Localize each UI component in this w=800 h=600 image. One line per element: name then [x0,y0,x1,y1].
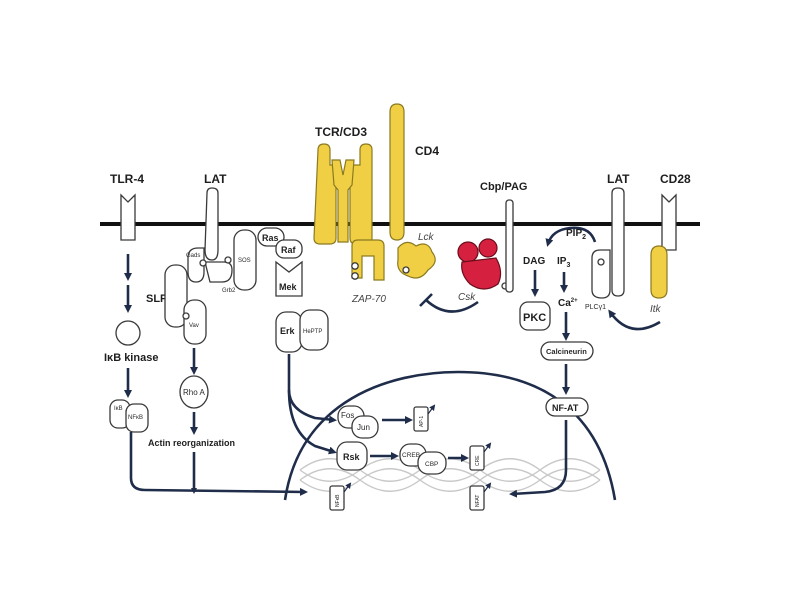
vav-phospho-site [182,312,190,320]
erk-to-rsk-arrow [287,389,337,455]
ikb-label: IκB [114,406,123,412]
tcr-label: TCR/CD3 [315,125,367,139]
rhoa-label: Rho A [183,388,205,397]
creb-label: CREB [402,452,420,459]
nfkb-site-label: NFκB [335,494,341,507]
ip3-label: IP3 [557,256,570,269]
ca-label: Ca2+ [558,298,578,309]
pkc-label: PKC [523,312,546,324]
plcg1-label: PLCγ1 [585,304,606,311]
mek-protein [275,260,303,297]
csk-inhibition-bar [419,293,433,307]
cd28-label: CD28 [660,172,691,186]
ikb-kinase-node [115,320,141,346]
zap70-protein [351,239,385,281]
ras-protein [257,227,285,247]
nfat-to-nucleus-arrow [509,420,568,498]
creb-cbp-complex [399,443,447,475]
cd4-label: CD4 [415,144,439,158]
zap70-label: ZAP-70 [351,294,386,305]
itk-to-plcg1-arrow [608,309,661,331]
nfat-site-label: NFAT [475,495,481,507]
dag-label: DAG [523,256,545,267]
pkc-node [519,301,551,331]
sos-protein [233,229,257,291]
gads-label: Gads [186,253,200,259]
raf-protein [275,239,303,259]
pip2-label: PIP2 [566,228,586,241]
nfkb-to-nucleus-arrow [129,432,308,496]
heptp-label: HePTP [303,329,322,335]
grb2-phospho-site [224,256,232,264]
cbp-pag-protein [505,199,514,293]
csk-protein [457,238,509,290]
rsk-protein [336,441,368,471]
raf-label: Raf [281,245,297,255]
nfkb-box [125,403,149,433]
csk-inhibition-arc [425,299,479,313]
fos-jun-complex [337,405,379,439]
nfkb-gene-box: NFκB [329,482,352,511]
vav-protein [183,299,207,345]
cd28-receptor [661,193,677,251]
slp76-protein [164,264,188,328]
csk-label: Csk [458,292,476,303]
calcineurin-node [540,341,594,361]
gads-phospho-site [199,259,207,267]
gads-protein [187,247,205,283]
itk-protein [650,245,668,299]
rsk-label: Rsk [343,452,361,462]
lat-left-protein [204,187,219,261]
nfat-node [545,397,589,417]
cbp-label: CBP [425,461,438,468]
cbp-pag-label: Cbp/PAG [480,181,527,193]
cre-site-label: CRE [475,455,481,466]
cre-gene-box: CRE [469,442,492,471]
ikb-kinase-label: IκB kinase [104,352,158,364]
cd4-protein [389,103,405,241]
tlr4-receptor [120,193,136,241]
erk-to-fos-arrow [287,354,337,424]
mek-label: Mek [279,282,298,292]
pip2-arc-arrow [545,226,597,247]
tlr4-label: TLR-4 [110,172,144,186]
lat-left-label: LAT [204,172,227,186]
vav-label: Vav [189,323,199,329]
nfkb-label: NFκB [128,415,143,421]
nfat-gene-box: NFAT [469,482,492,511]
plcg1-protein [591,249,611,299]
plcg1-phospho-site [597,258,605,266]
lck-label: Lck [418,232,435,243]
fos-label: Fos [341,411,354,420]
jun-label: Jun [357,423,370,432]
lat-right-protein [611,187,625,297]
itk-label: Itk [650,304,662,315]
grb2-protein [204,261,233,283]
nucleus-envelope [283,370,617,501]
ras-label: Ras [262,233,279,243]
tcr-cd3-complex [313,143,373,245]
grb2-label: Grb2 [222,288,236,294]
ap1-site-label: AP-1 [419,416,425,427]
lck-protein [397,241,436,279]
erk-label: Erk [280,326,296,336]
rhoa-node [179,375,209,409]
lat-right-label: LAT [607,172,630,186]
actin-label: Actin reorganization [148,438,235,448]
sos-label: SOS [238,258,251,264]
heptp-protein [299,309,329,351]
calcineurin-label: Calcineurin [546,347,587,356]
nfat-label: NF-AT [552,403,579,413]
ap1-gene-box: AP-1 [413,404,436,432]
